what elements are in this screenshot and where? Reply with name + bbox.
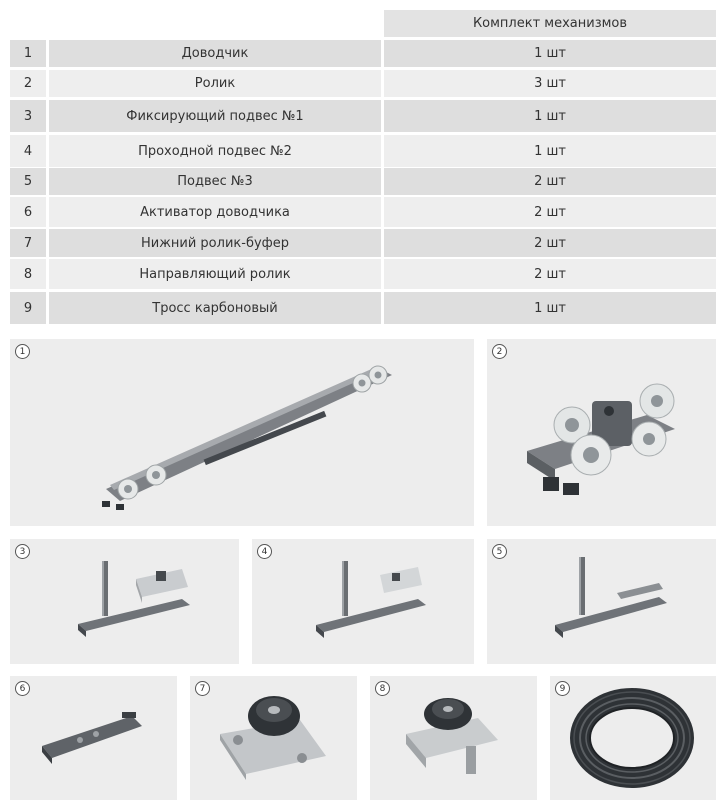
row-quantity: 1 шт xyxy=(384,135,716,167)
row-quantity: 1 шт xyxy=(384,40,716,67)
pass-hanger-illustration xyxy=(316,561,426,638)
panel-number-badge: 9 xyxy=(555,681,570,696)
table-row: 7 Нижний ролик-буфер 2 шт xyxy=(10,229,716,257)
fixed-hanger-illustration xyxy=(78,561,190,637)
table-row: 6 Активатор доводчика 2 шт xyxy=(10,197,716,227)
row-number: 2 xyxy=(10,70,46,97)
table-header-row: Комплект механизмов xyxy=(10,10,716,37)
row-quantity: 2 шт xyxy=(384,168,716,195)
row-name: Фиксирующий подвес №1 xyxy=(49,100,381,132)
panel-number-badge: 3 xyxy=(15,544,30,559)
hanger-3-illustration xyxy=(555,557,667,638)
row-number: 7 xyxy=(10,229,46,257)
panel-pass-hanger: 4 xyxy=(252,539,474,664)
header-empty-name xyxy=(49,10,381,37)
bottom-roller-illustration xyxy=(220,696,326,780)
row-name: Подвес №3 xyxy=(49,168,381,195)
row-number: 6 xyxy=(10,197,46,227)
row-quantity: 2 шт xyxy=(384,197,716,227)
panel-number-badge: 4 xyxy=(257,544,272,559)
row-quantity: 1 шт xyxy=(384,292,716,324)
table-header-kit: Комплект механизмов xyxy=(384,10,716,37)
row-quantity: 2 шт xyxy=(384,259,716,289)
panel-guide-roller: 8 xyxy=(370,676,537,800)
row-quantity: 2 шт xyxy=(384,229,716,257)
row-name: Тросс карбоновый xyxy=(49,292,381,324)
row-name: Направляющий ролик xyxy=(49,259,381,289)
row-number: 4 xyxy=(10,135,46,167)
panel-number-badge: 2 xyxy=(492,344,507,359)
row-name: Активатор доводчика xyxy=(49,197,381,227)
table-row: 1 Доводчик 1 шт xyxy=(10,40,716,67)
row-quantity: 1 шт xyxy=(384,100,716,132)
panel-cable: 9 xyxy=(550,676,716,800)
header-empty-num xyxy=(10,10,46,37)
table-row: 8 Направляющий ролик 2 шт xyxy=(10,259,716,289)
table-row: 4 Проходной подвес №2 1 шт xyxy=(10,135,716,167)
cable-coil-illustration xyxy=(570,688,694,788)
panel-roller: 2 xyxy=(487,339,716,526)
panel-soft-close: 1 xyxy=(10,339,474,526)
table-row: 3 Фиксирующий подвес №1 1 шт xyxy=(10,100,716,132)
row-name: Доводчик xyxy=(49,40,381,67)
row-number: 5 xyxy=(10,168,46,195)
panel-number-badge: 1 xyxy=(15,344,30,359)
row-name: Ролик xyxy=(49,70,381,97)
panel-hanger-3: 5 xyxy=(487,539,716,664)
row-number: 1 xyxy=(10,40,46,67)
row-number: 8 xyxy=(10,259,46,289)
table-row: 2 Ролик 3 шт xyxy=(10,70,716,97)
panel-number-badge: 5 xyxy=(492,544,507,559)
soft-close-illustration xyxy=(102,365,392,510)
row-name: Нижний ролик-буфер xyxy=(49,229,381,257)
row-quantity: 3 шт xyxy=(384,70,716,97)
panel-bottom-roller: 7 xyxy=(190,676,357,800)
row-name: Проходной подвес №2 xyxy=(49,135,381,167)
table-row: 5 Подвес №3 2 шт xyxy=(10,168,716,195)
row-number: 9 xyxy=(10,292,46,324)
panel-number-badge: 6 xyxy=(15,681,30,696)
panel-activator: 6 xyxy=(10,676,177,800)
table-row: 9 Тросс карбоновый 1 шт xyxy=(10,292,716,324)
panel-number-badge: 8 xyxy=(375,681,390,696)
panel-number-badge: 7 xyxy=(195,681,210,696)
roller-illustration xyxy=(527,383,675,495)
guide-roller-illustration xyxy=(406,698,498,774)
activator-illustration xyxy=(42,712,142,764)
panel-fixed-hanger: 3 xyxy=(10,539,239,664)
row-number: 3 xyxy=(10,100,46,132)
